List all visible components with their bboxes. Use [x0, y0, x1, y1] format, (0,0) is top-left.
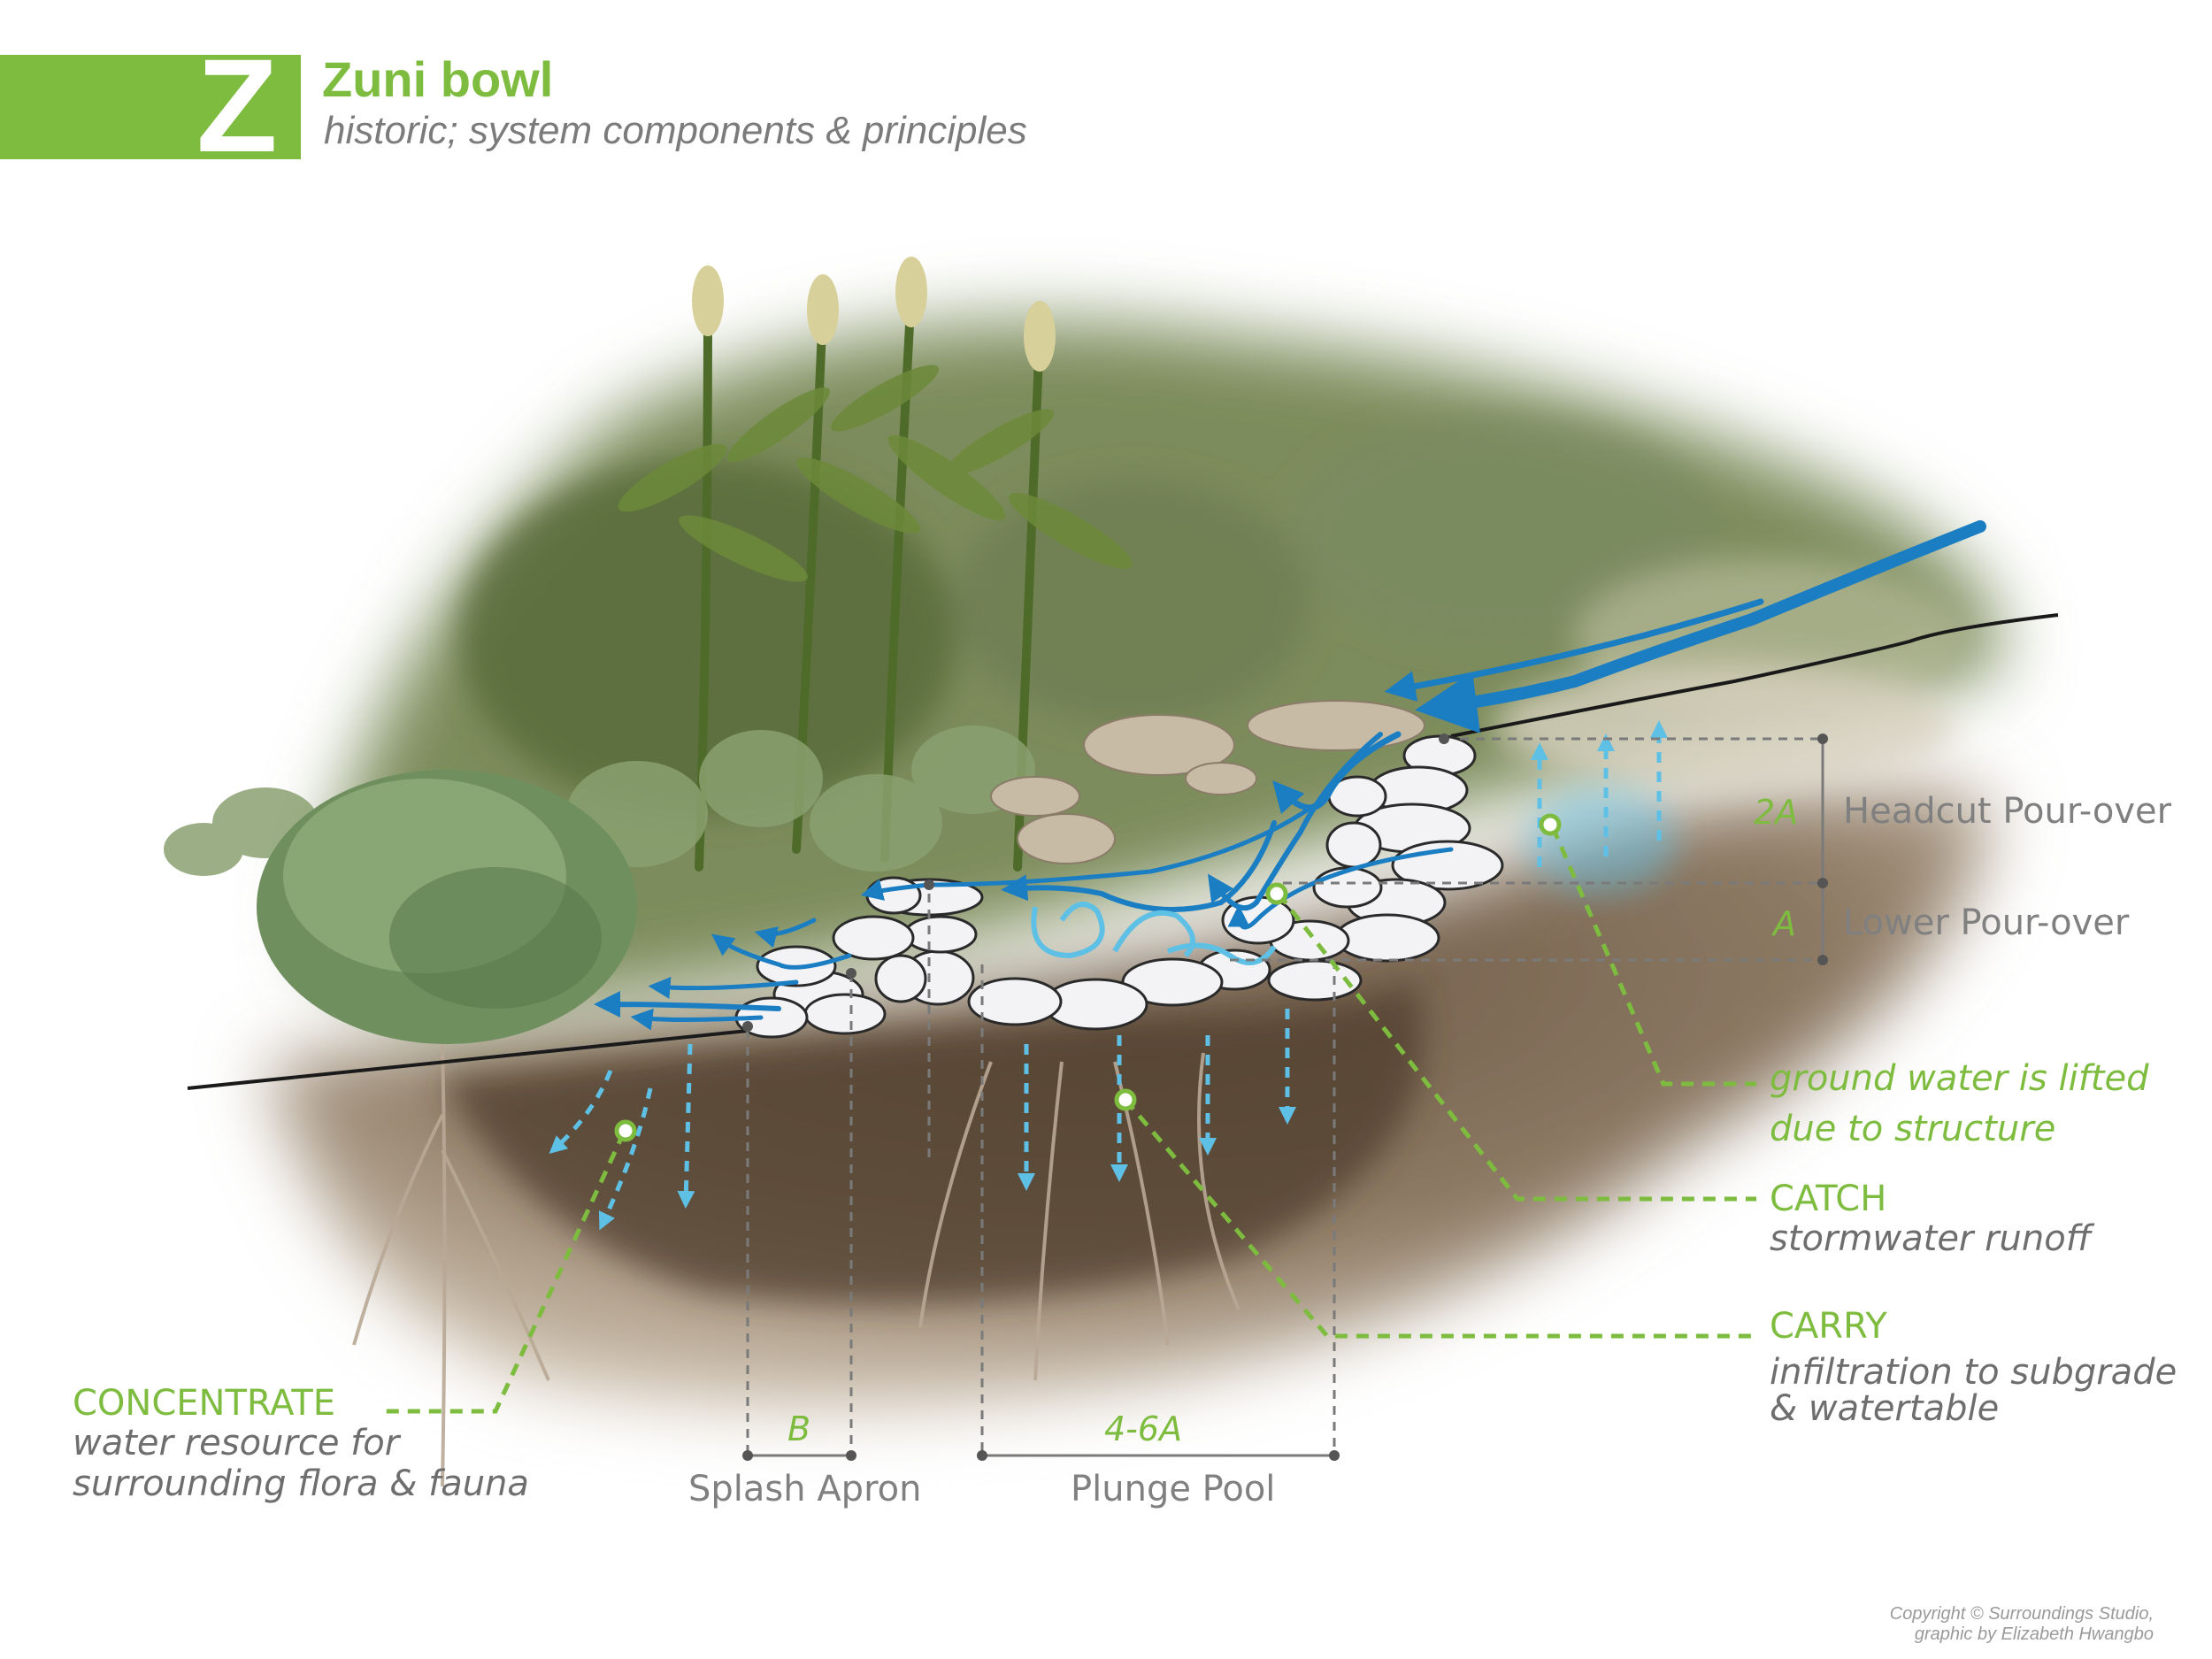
shrub	[257, 770, 637, 1044]
rock-structure	[734, 734, 1504, 1039]
carry-description-line2: & watertable	[1770, 1388, 2000, 1429]
ground-surface-line	[187, 613, 2059, 1090]
groundwater-callout-line2: due to structure	[1770, 1109, 2056, 1149]
callout-points	[614, 813, 1562, 1142]
groundwater-glow	[1526, 787, 1677, 894]
lower-dimension-value: A	[1773, 904, 1796, 943]
infiltration-arrows	[549, 1009, 1296, 1231]
corn-tassels	[692, 257, 1056, 372]
pool-dimension-value: 4-6A	[1104, 1409, 1183, 1448]
headcut-label: Headcut Pour-over	[1843, 791, 2172, 832]
copyright-line1: Copyright © Surroundings Studio,	[1889, 1604, 2154, 1624]
catch-title: CATCH	[1770, 1179, 1887, 1219]
lower-label: Lower Pour-over	[1843, 902, 2130, 943]
soil-dark-layer	[442, 982, 1424, 1304]
carry-title: CARRY	[1770, 1306, 1887, 1347]
concentrate-title: CONCENTRATE	[73, 1383, 336, 1424]
corn-leaves	[618, 365, 1133, 582]
header-letter: Z	[196, 31, 278, 180]
roots	[352, 1043, 1240, 1487]
pool-label: Plunge Pool	[1071, 1469, 1276, 1509]
carry-description-line1: infiltration to subgrade	[1770, 1352, 2177, 1393]
concentrate-description-line2: surrounding flora & fauna	[73, 1463, 529, 1504]
dimension-nodes	[742, 733, 1828, 1461]
pool-swirls	[1031, 902, 1277, 965]
dimension-lines	[746, 737, 1824, 1457]
groundwater-callout-line1: ground water is lifted	[1770, 1058, 2149, 1099]
page-title: Zuni bowl	[322, 51, 554, 107]
catch-description: stormwater runoff	[1770, 1218, 2092, 1259]
header-block	[0, 55, 301, 159]
apron-dimension-value: B	[787, 1409, 811, 1448]
concentrate-description-line1: water resource for	[73, 1423, 400, 1463]
apron-label: Splash Apron	[688, 1469, 922, 1509]
copyright: Copyright © Surroundings Studio, graphic…	[1890, 1604, 2154, 1645]
callout-leaders	[382, 826, 1756, 1414]
copyright-line2: graphic by Elizabeth Hwangbo	[1914, 1624, 2154, 1644]
headcut-dimension-value: 2A	[1754, 793, 1799, 832]
page-subtitle: historic; system components & principles	[324, 109, 1027, 152]
